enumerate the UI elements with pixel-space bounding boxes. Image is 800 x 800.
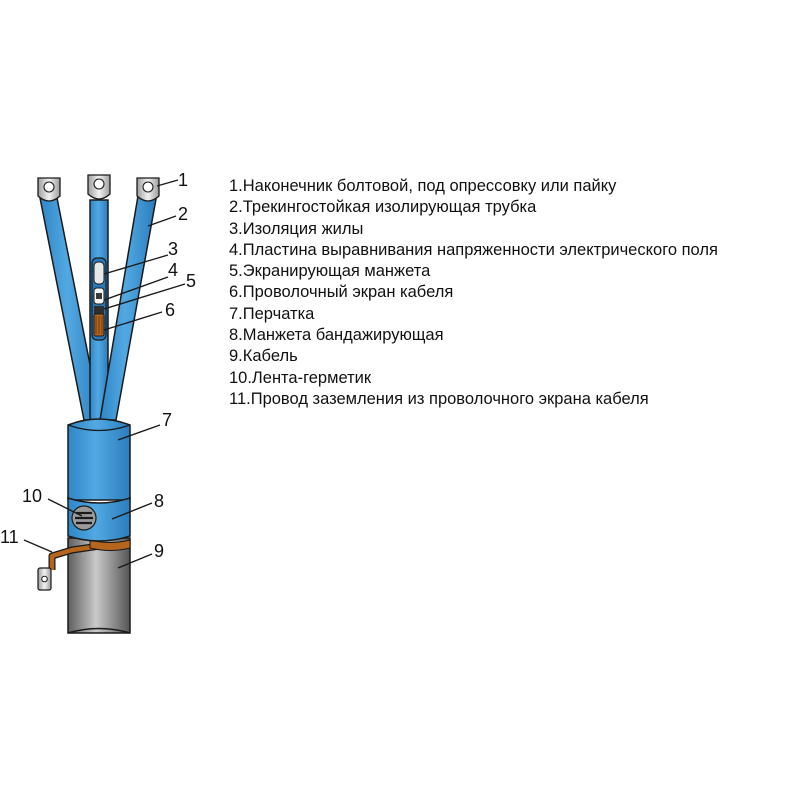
callout-3: 3 xyxy=(168,239,178,259)
callout-1: 1 xyxy=(178,170,188,190)
leader-lines xyxy=(23,179,186,569)
legend-list: 1.Наконечник болтовой, под опрессовку ил… xyxy=(229,176,718,410)
callout-11: 11 xyxy=(0,527,19,547)
glove-body xyxy=(67,418,131,501)
callout-10: 10 xyxy=(22,486,42,506)
ground-wire xyxy=(37,542,101,591)
legend-item: 8.Манжета бандажирующая xyxy=(229,326,444,345)
legend-item: 6.Проволочный экран кабеля xyxy=(229,283,454,302)
legend-item: 2.Трекингостойкая изолирующая трубка xyxy=(229,198,537,217)
callout-5: 5 xyxy=(186,271,196,291)
bandage-cuff xyxy=(67,496,131,542)
callout-6: 6 xyxy=(165,300,175,320)
legend-item: 10.Лента-герметик xyxy=(229,368,372,387)
legend-item: 4.Пластина выравнивания напряженности эл… xyxy=(229,240,718,259)
legend-item: 11.Провод заземления из проволочного экр… xyxy=(229,389,649,408)
callout-4: 4 xyxy=(168,260,178,280)
cable xyxy=(67,537,131,634)
legend-item: 1.Наконечник болтовой, под опрессовку ил… xyxy=(229,177,617,195)
legend-item: 9.Кабель xyxy=(229,347,298,366)
legend-item: 3.Изоляция жилы xyxy=(229,219,364,238)
legend-item: 5.Экранирующая манжета xyxy=(229,262,431,281)
legend-item: 7.Перчатка xyxy=(229,304,315,323)
cable-screen-band xyxy=(89,539,131,551)
callout-8: 8 xyxy=(154,491,164,511)
cutaway-window xyxy=(91,257,107,341)
terminal-lugs xyxy=(37,174,160,202)
callout-2: 2 xyxy=(178,204,188,224)
callout-9: 9 xyxy=(154,541,164,561)
callout-numbers: 1 2 3 4 5 6 7 8 9 10 11 xyxy=(0,170,196,561)
callout-7: 7 xyxy=(162,410,172,430)
